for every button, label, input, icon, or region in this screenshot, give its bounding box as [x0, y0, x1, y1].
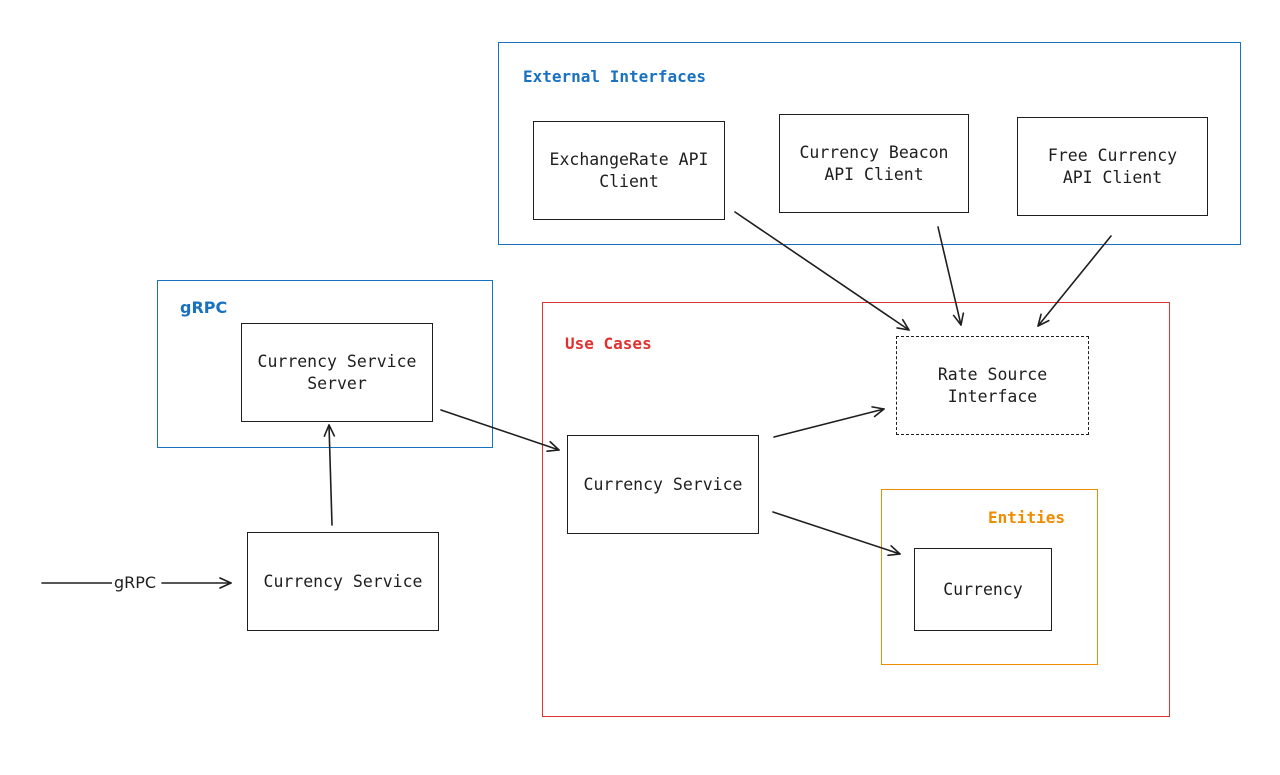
rate-source-interface-node[interactable]: Rate Source Interface	[896, 336, 1089, 435]
exchangerate-api-client-node[interactable]: ExchangeRate API Client	[533, 121, 725, 220]
grpc-region	[157, 280, 493, 448]
use-cases-label: Use Cases	[565, 334, 652, 353]
currency-beacon-api-client-node[interactable]: Currency Beacon API Client	[779, 114, 969, 213]
entities-region	[881, 489, 1098, 665]
usecase-currency-service-node[interactable]: Currency Service	[567, 435, 759, 534]
incoming-grpc-label: gRPC	[112, 573, 159, 593]
entities-label: Entities	[988, 508, 1066, 527]
external-interfaces-label: External Interfaces	[523, 67, 707, 86]
free-currency-api-client-node[interactable]: Free Currency API Client	[1017, 117, 1208, 216]
currency-entity-node[interactable]: Currency	[914, 548, 1052, 631]
entrypoint-currency-service-node[interactable]: Currency Service	[247, 532, 439, 631]
grpc-region-label: gRPC	[180, 298, 228, 317]
currency-service-server-node[interactable]: Currency Service Server	[241, 323, 433, 422]
